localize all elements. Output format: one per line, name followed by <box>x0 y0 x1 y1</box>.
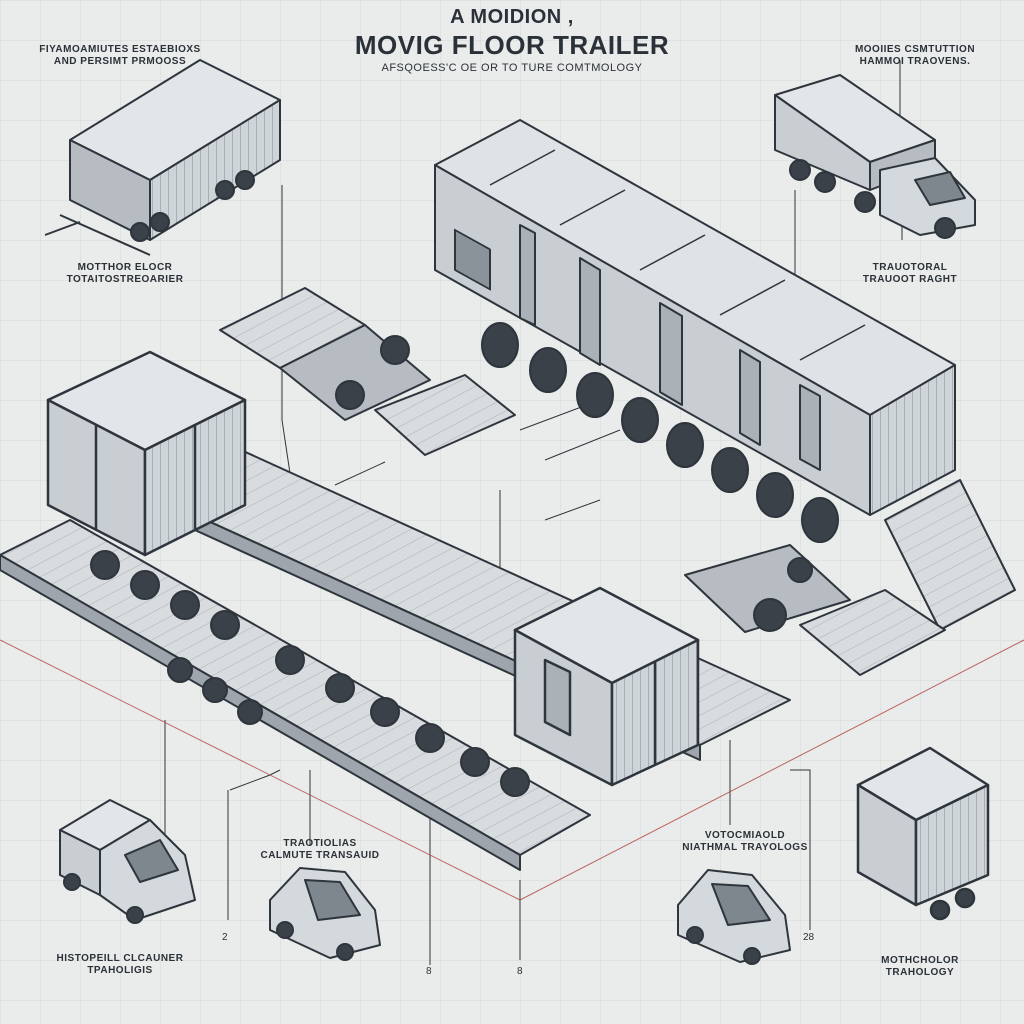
leader-line <box>334 461 386 486</box>
label-left-mid: MOTTHOR ELOCR TOTAITOSTREOARIER <box>66 262 184 285</box>
label-bottom-center: TRAOTIOLIAS CALMUTE TRANSAUID <box>260 838 380 861</box>
box-trailer-top-left <box>44 59 281 256</box>
container-right <box>513 586 700 787</box>
label-right-mid: TRAUOTORAL TRAUOOT RAGHT <box>862 262 958 285</box>
label-top-left: FIYAMOAMIUTES ESTAEBIOXS AND PERSIMT PRM… <box>39 44 201 67</box>
mobile-home-trailer <box>434 119 1016 631</box>
box-truck-top-right <box>774 74 976 239</box>
page-title: MOVIG FLOOR TRAILER <box>354 30 670 60</box>
dimension-lines <box>0 639 1024 901</box>
box-trailer-bottom-right <box>856 746 990 921</box>
chassis-frame-top <box>219 287 516 456</box>
title-top: A MOIDION , <box>450 6 574 28</box>
leader-line <box>544 499 601 521</box>
label-bottom-right-center: VOTOCMIAOLD NIATHMAL TRAYOLOGS <box>682 830 808 853</box>
leader-line <box>544 429 621 461</box>
label-top-right: MOOIIES CSMTUTTION HAMMOI TRAOVENS. <box>854 44 976 67</box>
car-bottom-right <box>677 869 791 965</box>
label-bottom-left: HISTOPEILL CLCAUNER TPAHOLIGIS <box>56 953 184 976</box>
van-bottom-left <box>59 799 196 924</box>
label-bottom-right: MOTHCHOLOR TRAHOLOGY <box>881 955 959 978</box>
callout-number: 8 <box>426 966 432 977</box>
callout-number: 8 <box>517 966 523 977</box>
car-bottom-center <box>269 867 381 961</box>
subtitle: AFSQOESS'C OE OR TO TURE COMTMOLOGY <box>381 62 643 74</box>
flatbed-trailer-main <box>0 444 791 871</box>
callout-number: 2 <box>222 932 228 943</box>
callout-number: 28 <box>803 932 815 943</box>
leader-line <box>790 769 811 930</box>
chassis-frame-right <box>684 544 946 676</box>
container-left <box>46 350 247 557</box>
